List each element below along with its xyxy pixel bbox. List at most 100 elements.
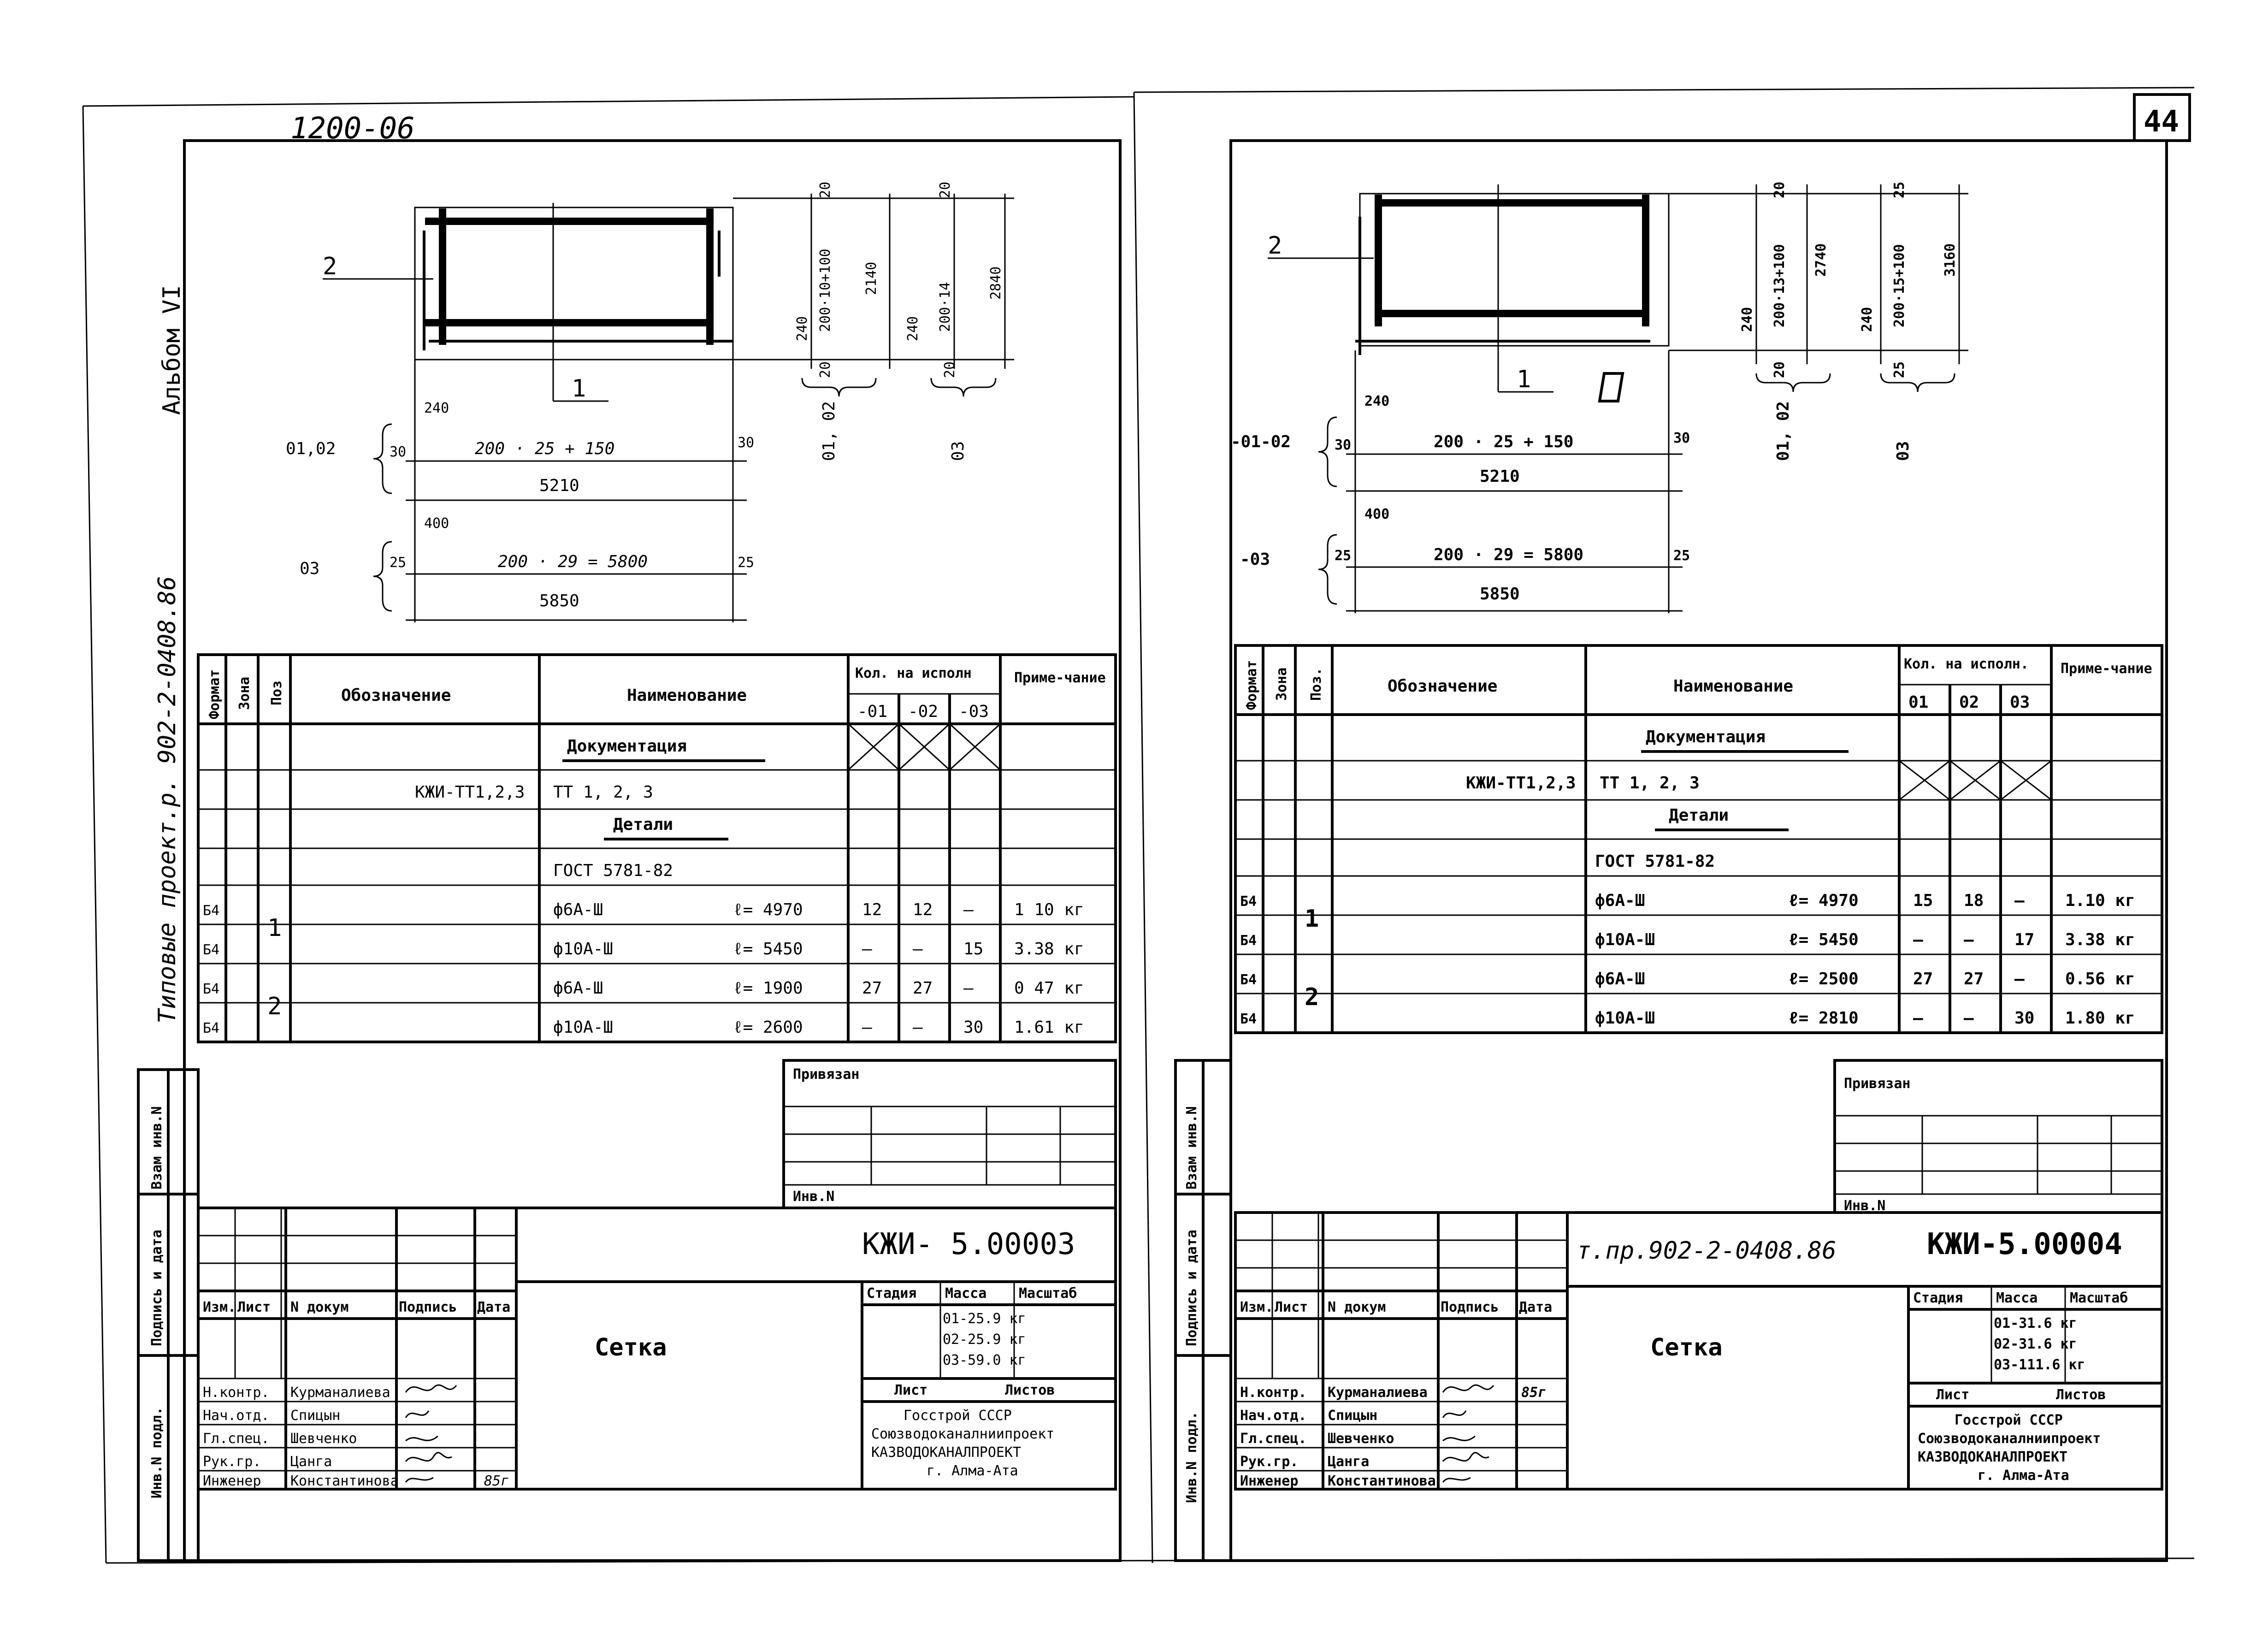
dim: 20: [817, 182, 833, 198]
col-date: Дата: [477, 1299, 510, 1315]
table-row: Б4 2 ф6А-Ш ℓ= 1900 27 27 — 0 47 кг: [203, 979, 1084, 1020]
table-row: Б4 1 ф6А-Ш ℓ= 4970 12 12 — 1 10 кг: [203, 900, 1084, 942]
sign-date-label: Подпись и дата: [1184, 1230, 1200, 1346]
cell-q2: 27: [1964, 970, 1984, 988]
dim: 20: [1772, 182, 1788, 198]
dim: 30: [390, 444, 406, 460]
role: Рук.гр.: [1240, 1454, 1298, 1470]
col-list: Лист: [237, 1299, 271, 1315]
variant-mark: 01, 02: [1774, 401, 1793, 461]
cell-q1: —: [1913, 1009, 1923, 1028]
col-format: Формат: [1244, 660, 1260, 710]
cell-q2: 18: [1964, 891, 1984, 910]
cell-q3: 15: [963, 940, 983, 958]
role: Н.контр.: [203, 1384, 270, 1401]
doc-code: КЖИ- 5.00003: [862, 1227, 1075, 1261]
dim: 5210: [1480, 467, 1520, 486]
cell-note: 3.38 кг: [2065, 930, 2135, 949]
person-name: Курманалиева: [1328, 1384, 1428, 1401]
person-name: Спицын: [1328, 1408, 1377, 1424]
dim: 20: [942, 361, 958, 378]
cell-format: Б4: [203, 903, 219, 919]
col-zone: Зона: [1274, 668, 1290, 701]
dim: 200 · 25 + 150: [475, 439, 614, 458]
cell-q3: —: [963, 979, 974, 998]
col-ndoc: N докум: [1328, 1299, 1386, 1315]
variant-label: -01-02: [1231, 432, 1291, 451]
dim: 25: [1891, 361, 1908, 378]
inv-podl-label: Инв.N подл.: [1184, 1411, 1200, 1503]
sign-date: 85г: [484, 1473, 509, 1489]
dim: 240: [905, 316, 921, 341]
qty-col: -03: [959, 702, 989, 721]
dim: 240: [1364, 393, 1389, 409]
mesh-drawing: 2 1 20 25 240 200·13+100 2740 240 200·15…: [1231, 182, 1968, 613]
variant-label: 01,02: [286, 439, 336, 458]
qty-col: 03: [2010, 693, 2030, 712]
col-sign: Подпись: [1441, 1299, 1499, 1315]
cell-name: ф10А-Ш: [1595, 930, 1655, 949]
cell-q1: —: [1913, 930, 1923, 949]
table-row: Б4 ф10А-Ш ℓ= 2600 — — 30 1.61 кг: [203, 1018, 1084, 1037]
cell-q3: 17: [2014, 930, 2034, 949]
qty-col: -01: [857, 702, 887, 721]
org: КАЗВОДОКАНАЛПРОЕКТ: [871, 1444, 1021, 1461]
heading-parts: Детали: [613, 815, 673, 834]
cell-len: ℓ= 2600: [733, 1018, 803, 1037]
col-name: Наименование: [1673, 677, 1793, 696]
inv-vzam-label: Взам инв.N: [1184, 1106, 1200, 1189]
col-designation: Обозначение: [341, 686, 451, 705]
dim: 240: [794, 316, 810, 341]
person-name: Константинова: [290, 1473, 399, 1489]
dim: 400: [1364, 506, 1389, 522]
mass-value: 03-111.6 кг: [1994, 1357, 2085, 1373]
col-format: Формат: [207, 669, 223, 719]
cell-q1: 27: [862, 979, 882, 998]
dim: 2840: [988, 266, 1004, 300]
person-name: Цанга: [290, 1454, 332, 1470]
cell-len: ℓ= 5450: [1789, 930, 1859, 949]
cell-name: ф10А-Ш: [553, 940, 613, 958]
scale-label: Масштаб: [1019, 1285, 1077, 1302]
col-zone: Зона: [236, 677, 253, 710]
pos2-label: 2: [323, 253, 337, 280]
cell-format: Б4: [203, 942, 219, 958]
variant-mark: 03: [949, 441, 968, 461]
person-name: Шевченко: [290, 1431, 357, 1447]
sign-date-label: Подпись и дата: [149, 1230, 165, 1346]
variant-label: -03: [1240, 550, 1270, 569]
role: Гл.спец.: [203, 1431, 270, 1447]
person-name: Цанга: [1328, 1454, 1369, 1470]
cell-note: 1.61 кг: [1014, 1018, 1084, 1037]
cell-q2: —: [913, 1018, 923, 1037]
mass-label: Масса: [945, 1285, 986, 1302]
sheets-label: Листов: [2056, 1387, 2106, 1403]
doc-name: ТТ 1, 2, 3: [553, 783, 653, 802]
scale-label: Масштаб: [2070, 1290, 2128, 1306]
cell-q3: 30: [963, 1018, 983, 1037]
cell-note: 3.38 кг: [1014, 940, 1084, 958]
cell-note: 0 47 кг: [1014, 979, 1084, 998]
dim: 25: [738, 555, 754, 571]
dim: 240: [1859, 307, 1875, 332]
role: Инженер: [1240, 1473, 1298, 1489]
dim: 5210: [539, 476, 579, 495]
dim: 200 · 25 + 150: [1434, 432, 1573, 451]
dim: 200·14: [937, 282, 953, 332]
table-row: Б4 1 ф6А-Ш ℓ= 4970 15 18 — 1.10 кг: [1240, 891, 2135, 933]
cell-name: ф6А-Ш: [553, 900, 603, 919]
bound-block: Привязан Инв.N: [1833, 1059, 2163, 1214]
role: Гл.спец.: [1240, 1431, 1307, 1447]
dim: 5850: [1480, 585, 1520, 604]
qty-col: 02: [1959, 693, 1979, 712]
role: Нач.отд.: [203, 1408, 270, 1424]
side-strip: Взам инв.N Подпись и дата Инв.N подл.: [137, 1068, 200, 1562]
sheet-label: Лист: [894, 1382, 927, 1398]
col-qty: Кол. на исполн: [855, 665, 972, 681]
gost: ГОСТ 5781-82: [1595, 852, 1715, 871]
stage-label: Стадия: [1913, 1290, 1963, 1306]
title-block: КЖИ- 5.00003 Сетка Стадия Масса Масштаб …: [197, 1207, 1117, 1491]
sheet-label: Лист: [1936, 1387, 1969, 1403]
cell-q3: —: [2014, 891, 2025, 910]
doc-code: КЖИ-ТТ1,2,3: [415, 783, 525, 802]
